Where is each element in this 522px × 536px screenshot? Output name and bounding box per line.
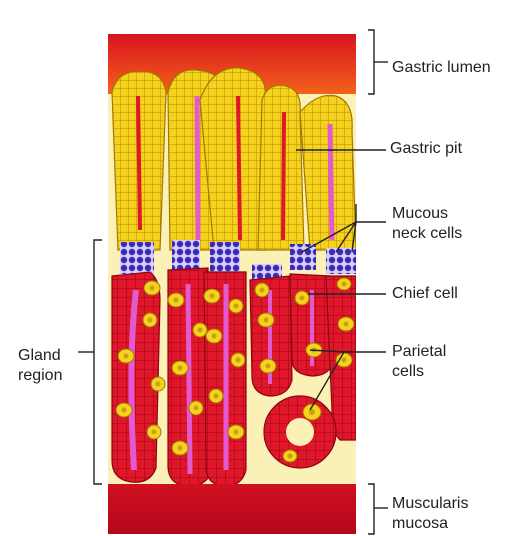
label-chief-cell: Chief cell — [392, 284, 458, 304]
label-gastric-lumen: Gastric lumen — [392, 58, 491, 78]
gland-region-bracket — [94, 240, 102, 484]
tissue-block — [108, 34, 356, 534]
label-gastric-pit: Gastric pit — [390, 139, 462, 159]
gastric-lumen-bracket — [368, 30, 374, 94]
label-parietal-cells: Parietal cells — [392, 342, 446, 382]
label-muscularis-mucosa: Muscularis mucosa — [392, 494, 468, 534]
muscularis-bracket — [368, 484, 374, 534]
label-mucous-neck-cells: Mucous neck cells — [392, 204, 462, 244]
label-gland-region: Gland region — [18, 346, 62, 386]
muscularis-mucosa-region — [108, 484, 356, 534]
